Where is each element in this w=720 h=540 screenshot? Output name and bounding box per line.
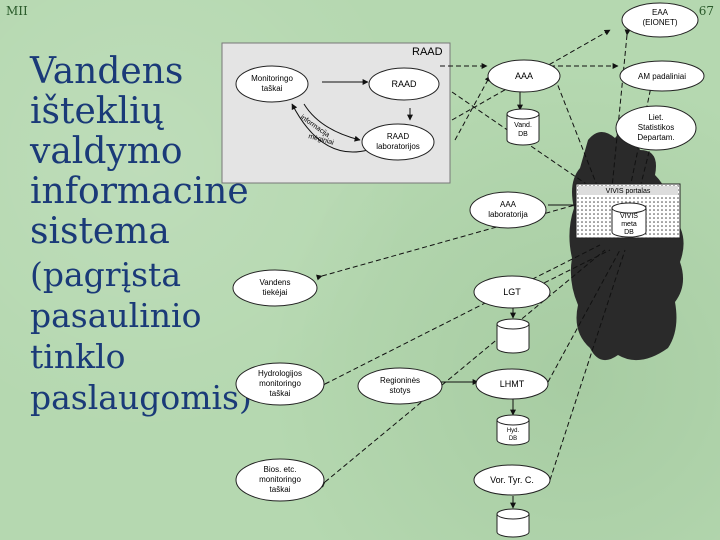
node-label: AAA — [515, 71, 533, 81]
slide-label: MII — [6, 4, 28, 18]
node-label: (EIONET) — [642, 18, 677, 27]
db-vor — [496, 508, 530, 538]
node-label: monitoringo — [259, 475, 301, 484]
node-label: taškai — [262, 84, 283, 93]
title-line: išteklių — [30, 91, 164, 132]
node-aaa: AAA — [487, 59, 561, 93]
node-label: Statistikos — [638, 123, 674, 132]
network-cloud — [569, 131, 684, 361]
raad-panel-label: RAAD — [412, 46, 443, 58]
db-label: Hyd. — [507, 428, 520, 434]
node-label: tiekėjai — [263, 288, 288, 297]
raad-panel — [221, 42, 451, 184]
node-label: taškai — [270, 485, 291, 494]
title-line: informacinė — [30, 171, 249, 212]
node-am-padaliniai: AM padaliniai — [619, 60, 705, 92]
subtitle-line: (pagrįsta — [30, 255, 181, 294]
node-label: Monitoringo — [251, 74, 293, 83]
subtitle-line: paslaugomis) — [30, 378, 252, 417]
subtitle-line: tinklo — [30, 337, 126, 376]
node-label: Bios. etc. — [264, 465, 297, 474]
db-vand: Vand. DB — [506, 108, 540, 146]
node-label: Hydrologijos — [258, 369, 302, 378]
node-label: RAAD — [391, 79, 417, 89]
node-aaa-laboratorija: AAA laboratorija — [469, 191, 547, 229]
node-statistikos-departamentas: Liet. Statistikos Departam. — [615, 105, 697, 151]
node-label: Liet. — [648, 113, 663, 122]
title-line: Vandens — [30, 51, 184, 92]
node-label: AAA — [500, 200, 517, 209]
node-label: Vor. Tyr. C. — [490, 475, 534, 485]
node-label: Regioninės — [380, 376, 420, 385]
node-monitoringo-taskai: Monitoringo taškai — [235, 65, 309, 103]
node-label: Departam. — [637, 133, 674, 142]
node-vandens-tiekejai: Vandens tiekėjai — [232, 269, 318, 307]
node-label: Vandens — [260, 278, 291, 287]
db-label: Vand. — [514, 122, 532, 129]
db-vivis-meta: VIVIS meta DB — [611, 202, 647, 238]
node-label: laboratorijos — [376, 142, 420, 151]
title-line: valdymo — [30, 131, 183, 172]
db-label: meta — [621, 221, 637, 228]
db-label: DB — [509, 436, 517, 442]
subtitle-line: pasaulinio — [30, 296, 202, 335]
node-regionines-stotys: Regioninės stotys — [357, 367, 443, 405]
node-eaa: EAA (EIONET) — [621, 2, 699, 38]
node-bios-taskai: Bios. etc. monitoringo taškai — [235, 458, 325, 502]
slide-title-block: Vandens išteklių valdymo informacinė sis… — [30, 51, 260, 417]
db-label: DB — [624, 229, 634, 236]
node-lhmt: LHMT — [475, 368, 549, 400]
node-raad: RAAD — [368, 67, 440, 101]
node-label: laboratorija — [488, 210, 528, 219]
node-hidrologijos-taskai: Hydrologijos monitoringo taškai — [235, 362, 325, 406]
db-lgt — [496, 318, 530, 354]
portal-label: VIVIS portalas — [606, 188, 651, 195]
node-label: stotys — [390, 386, 411, 395]
slide-page-number: 67 — [698, 4, 714, 18]
node-label: monitoringo — [259, 379, 301, 388]
node-label: RAAD — [387, 132, 409, 141]
db-label: VIVIS — [620, 213, 638, 220]
node-raad-laboratorijos: RAAD laboratorijos — [361, 123, 435, 161]
db-label: DB — [518, 131, 528, 138]
title-line: sistema — [30, 211, 170, 252]
db-lhmt: Hyd. DB — [496, 414, 530, 446]
node-label: AM padaliniai — [638, 72, 686, 81]
node-vor-tyr-c: Vor. Tyr. C. — [473, 464, 551, 496]
connector-lines — [291, 29, 657, 509]
node-label: LHMT — [500, 379, 525, 389]
node-label: EAA — [652, 8, 669, 17]
node-label: taškai — [270, 389, 291, 398]
node-label: LGT — [503, 287, 521, 297]
node-lgt: LGT — [473, 275, 551, 309]
